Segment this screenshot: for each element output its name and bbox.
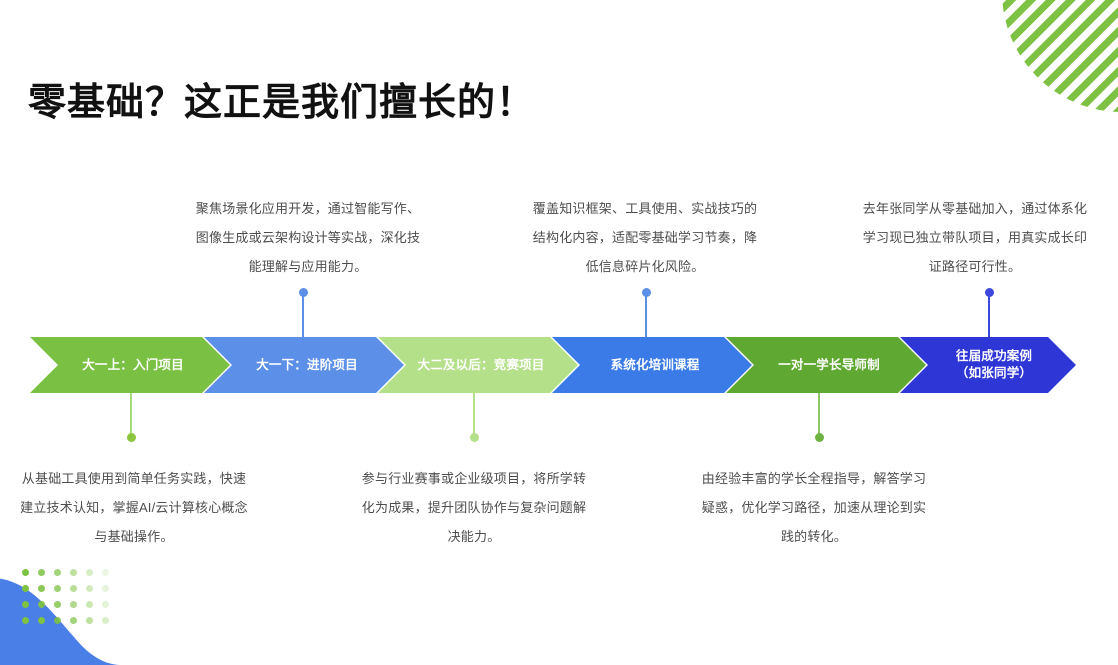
dot-row [22,585,122,592]
connector-bottom-3 [814,392,824,442]
grid-dot [38,601,45,608]
connector-dot [298,288,308,297]
grid-dot [54,617,61,624]
connector-bottom-2 [469,392,479,442]
grid-dot [70,617,77,624]
grid-dot [102,569,109,576]
callout-bottom-3: 由经验丰富的学长全程指导，解答学习疑惑，优化学习路径，加速从理论到实践的转化。 [701,471,927,544]
grid-dot [54,569,61,576]
process-step-label: 往届成功案例 （如张同学） [955,349,1033,380]
grid-dot [86,569,93,576]
grid-dot [54,585,61,592]
grid-dot [86,585,93,592]
process-step-label: 大一上：入门项目 [82,357,184,372]
grid-dot [22,617,29,624]
decoration-blue-wave-bottom-left [0,560,119,665]
process-step-5[interactable]: 一对一学长导师制 [726,337,926,393]
grid-dot [22,585,29,592]
grid-dot [86,601,93,608]
connector-dot [814,433,824,442]
process-step-label: 大二及以后：竞赛项目 [417,357,545,372]
process-step-label: 一对一学长导师制 [778,357,880,372]
grid-dot [38,569,45,576]
process-flow-strip: 大一上：入门项目 大一下：进阶项目 大二及以后：竞赛项目 系统化培训课程 一对一… [30,337,1076,393]
connector-top-2 [641,288,651,338]
grid-dot [86,617,93,624]
connector-dot [469,433,479,442]
decoration-diagonal-stripes-top-right [1002,0,1118,112]
connector-dot [641,288,651,297]
connector-dot [126,433,136,442]
dot-row [22,601,122,608]
callout-top-1: 聚焦场景化应用开发，通过智能写作、图像生成或云架构设计等实战，深化技能理解与应用… [195,201,421,274]
callout-bottom-1: 从基础工具使用到简单任务实践，快速建立技术认知，掌握AI/云计算核心概念与基础操… [20,471,248,544]
grid-dot [54,601,61,608]
process-step-3[interactable]: 大二及以后：竞赛项目 [378,337,578,393]
connector-bottom-1 [126,392,136,442]
dot-row [22,569,122,576]
grid-dot [70,585,77,592]
callout-bottom-2: 参与行业赛事或企业级项目，将所学转化为成果，提升团队协作与复杂问题解决能力。 [361,471,587,544]
grid-dot [102,585,109,592]
connector-top-1 [298,288,308,338]
process-step-1[interactable]: 大一上：入门项目 [30,337,230,393]
callout-top-2: 覆盖知识框架、工具使用、实战技巧的结构化内容，适配零基础学习节奏，降低信息碎片化… [532,201,758,274]
grid-dot [70,569,77,576]
grid-dot [22,601,29,608]
grid-dot [38,617,45,624]
grid-dot [102,601,109,608]
dot-row [22,617,122,624]
process-step-6[interactable]: 往届成功案例 （如张同学） [900,337,1076,393]
grid-dot [70,601,77,608]
process-step-label: 系统化培训课程 [610,357,700,372]
page-title: 零基础？这正是我们擅长的！ [28,82,536,125]
connector-dot [984,288,994,297]
process-step-label: 大一下：进阶项目 [256,357,358,372]
process-step-4[interactable]: 系统化培训课程 [552,337,752,393]
callout-top-3: 去年张同学从零基础加入，通过体系化学习现已独立带队项目，用真实成长印证路径可行性… [862,201,1088,274]
grid-dot [102,617,109,624]
decoration-green-dot-grid-bottom-left [22,569,122,631]
grid-dot [22,569,29,576]
connector-top-3 [984,288,994,338]
grid-dot [38,585,45,592]
process-step-2[interactable]: 大一下：进阶项目 [204,337,404,393]
